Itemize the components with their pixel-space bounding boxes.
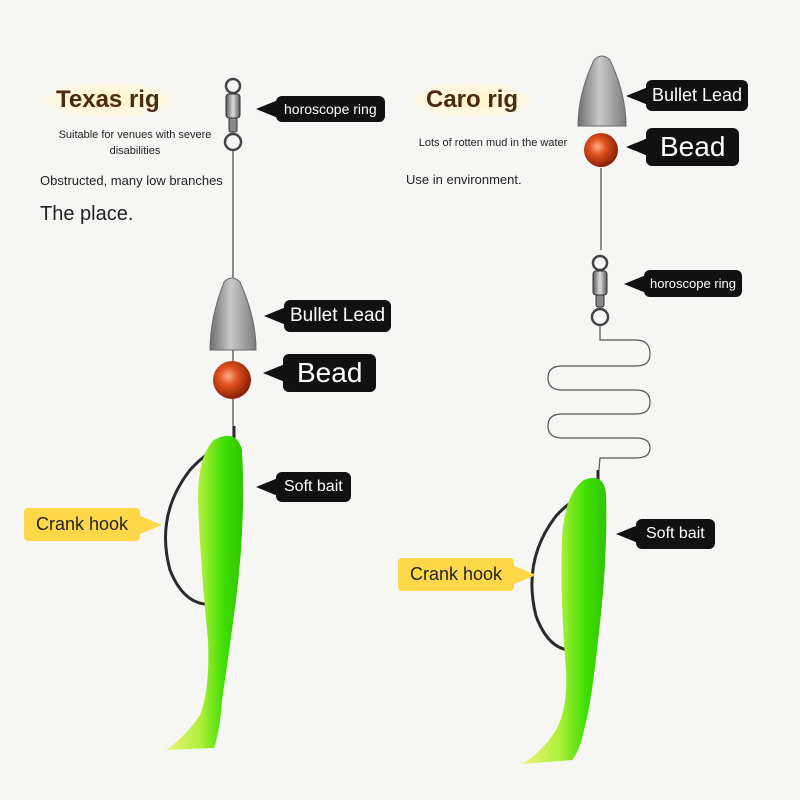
caro-bead-callout: Bead xyxy=(646,128,740,166)
texas-desc-line2: disabilities xyxy=(109,145,161,157)
texas-bead-icon xyxy=(213,361,251,399)
texas-desc-line1: Suitable for venues with severe xyxy=(58,129,212,141)
texas-place-label: The place. xyxy=(40,203,134,225)
caro-leader-line xyxy=(547,325,651,481)
caro-bullet-lead-callout: Bullet Lead xyxy=(646,80,749,111)
caro-desc-line1: Lots of rotten mud in the water xyxy=(418,137,568,149)
caro-env-label: Use in environment. xyxy=(406,172,522,187)
caro-bead-icon xyxy=(584,133,618,167)
caro-crank-hook-label: Crank hook xyxy=(398,558,515,591)
caro-rig-drawing xyxy=(522,55,651,764)
texas-bullet-lead-icon xyxy=(209,277,257,351)
caro-soft-bait-callout: Soft bait xyxy=(636,519,715,549)
texas-crank-hook-label: Crank hook xyxy=(24,508,141,541)
texas-desc-line3: Obstructed, many low branches xyxy=(40,173,223,188)
caro-horoscope-ring-callout: horoscope ring xyxy=(644,270,742,297)
texas-rig-title: Texas rig xyxy=(40,82,176,118)
caro-bullet-lead-icon xyxy=(577,55,627,127)
caro-rig-title: Caro rig xyxy=(410,82,535,118)
texas-horoscope-ring-callout: horoscope ring xyxy=(276,96,385,122)
texas-bead-callout: Bead xyxy=(283,354,377,392)
texas-bullet-lead-callout: Bullet Lead xyxy=(284,300,392,332)
texas-rig-drawing xyxy=(164,77,257,750)
texas-soft-bait-icon xyxy=(166,435,244,750)
caro-soft-bait-icon xyxy=(522,477,607,764)
caro-swivel-icon xyxy=(590,254,610,327)
texas-soft-bait-callout: Soft bait xyxy=(276,472,351,502)
texas-swivel-icon xyxy=(223,77,243,152)
